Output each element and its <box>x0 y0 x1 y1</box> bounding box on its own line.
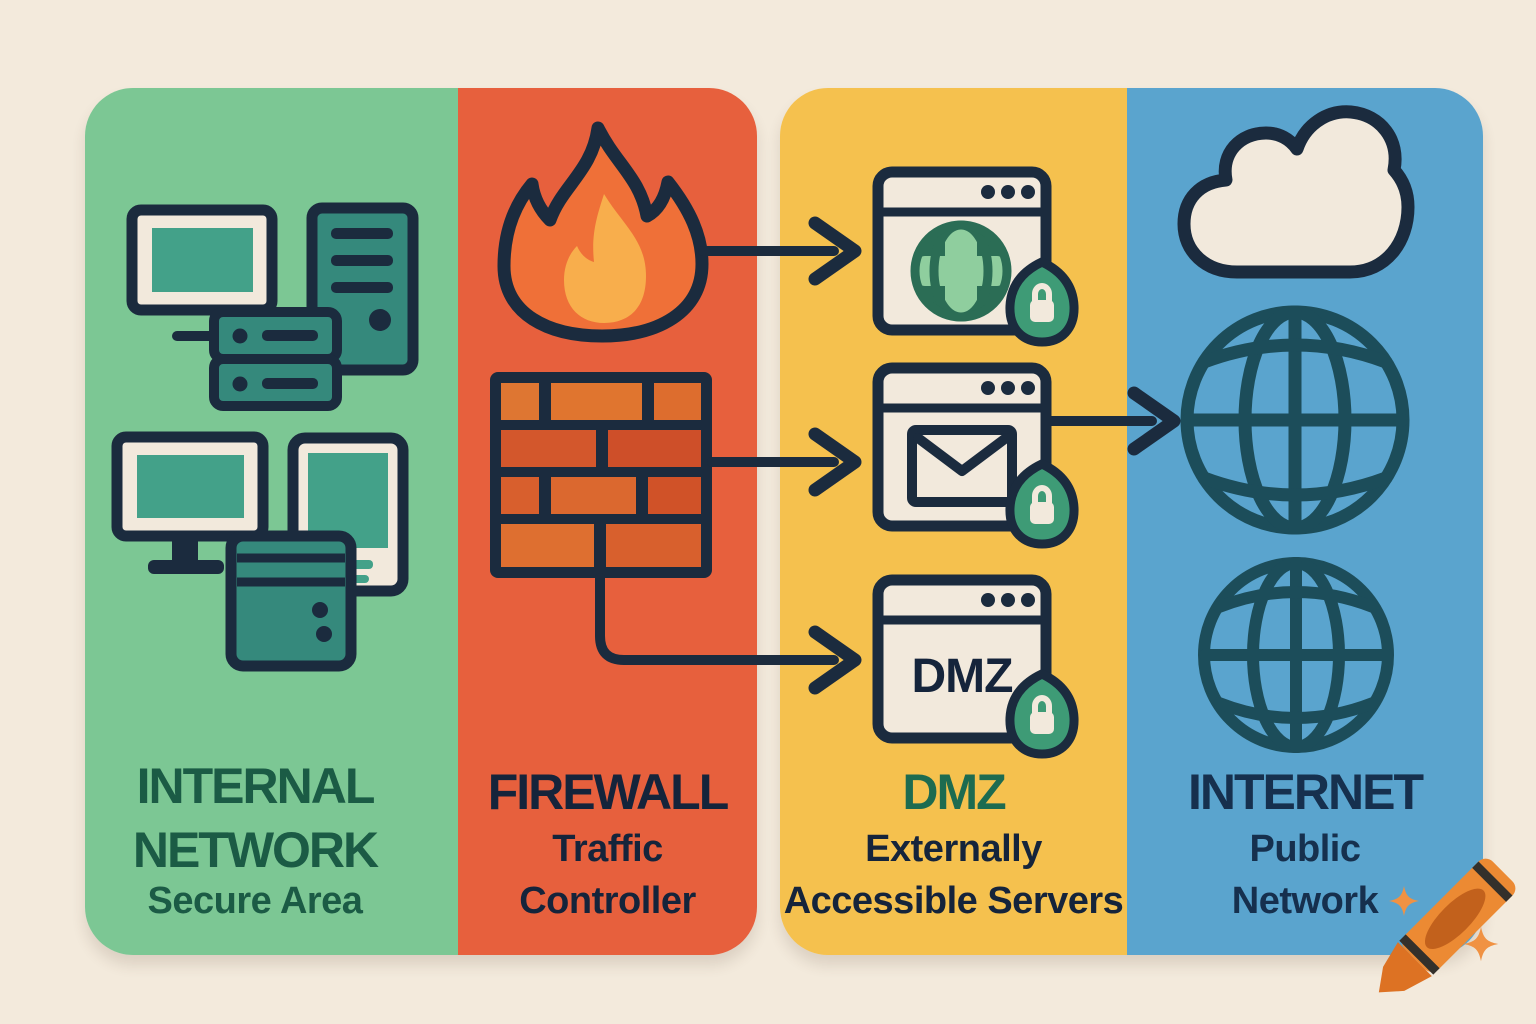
globe-icon-large <box>1180 305 1410 535</box>
arrow-firewall-to-web-server <box>698 216 862 286</box>
dmz-title: DMZ <box>902 764 1006 820</box>
arrow-firewall-to-mail-server <box>707 427 862 497</box>
flame-icon <box>497 121 709 343</box>
shield-lock-icon <box>1005 459 1079 549</box>
internet-subtitle-1: Public <box>1249 828 1361 870</box>
mail-server-icon <box>872 362 1079 549</box>
shield-lock-icon <box>1005 669 1079 759</box>
dmz-server-icon: DMZ <box>872 574 1079 759</box>
sparkle-icon <box>1463 926 1499 962</box>
globe-icon-small <box>1198 557 1394 753</box>
brick-wall-icon <box>490 372 712 578</box>
rack-server-icon <box>172 307 342 411</box>
web-server-icon <box>872 166 1079 347</box>
monitor-icon <box>126 204 278 316</box>
firewall-title: FIREWALL <box>487 764 730 820</box>
firewall-subtitle-1: Traffic <box>552 828 663 870</box>
shield-lock-icon <box>1005 257 1079 347</box>
arrow-firewall-to-dmz-server <box>595 573 862 695</box>
crayon-watermark-icon <box>1378 858 1516 993</box>
sparkle-icon <box>1389 886 1419 916</box>
internet-title: INTERNET <box>1188 764 1424 820</box>
dmz-browser-label: DMZ <box>912 650 1013 703</box>
cloud-icon <box>1177 105 1415 279</box>
desktop-tower-icon <box>225 530 357 672</box>
dmz-subtitle-1: Externally <box>865 828 1042 870</box>
dmz-subtitle-2: Accessible Servers <box>783 880 1124 922</box>
internal-title-line2: NETWORK <box>132 822 379 878</box>
internet-subtitle-2: Network <box>1231 880 1379 922</box>
firewall-subtitle-2: Controller <box>519 880 696 922</box>
internal-subtitle: Secure Area <box>147 880 363 922</box>
internal-title-line1: INTERNAL <box>136 758 376 814</box>
globe-icon <box>910 220 1012 322</box>
envelope-icon <box>907 425 1017 507</box>
internal-network-icons <box>111 202 419 672</box>
desktop-monitor-icon <box>111 431 269 574</box>
arrow-mail-server-to-internet <box>1042 386 1181 456</box>
